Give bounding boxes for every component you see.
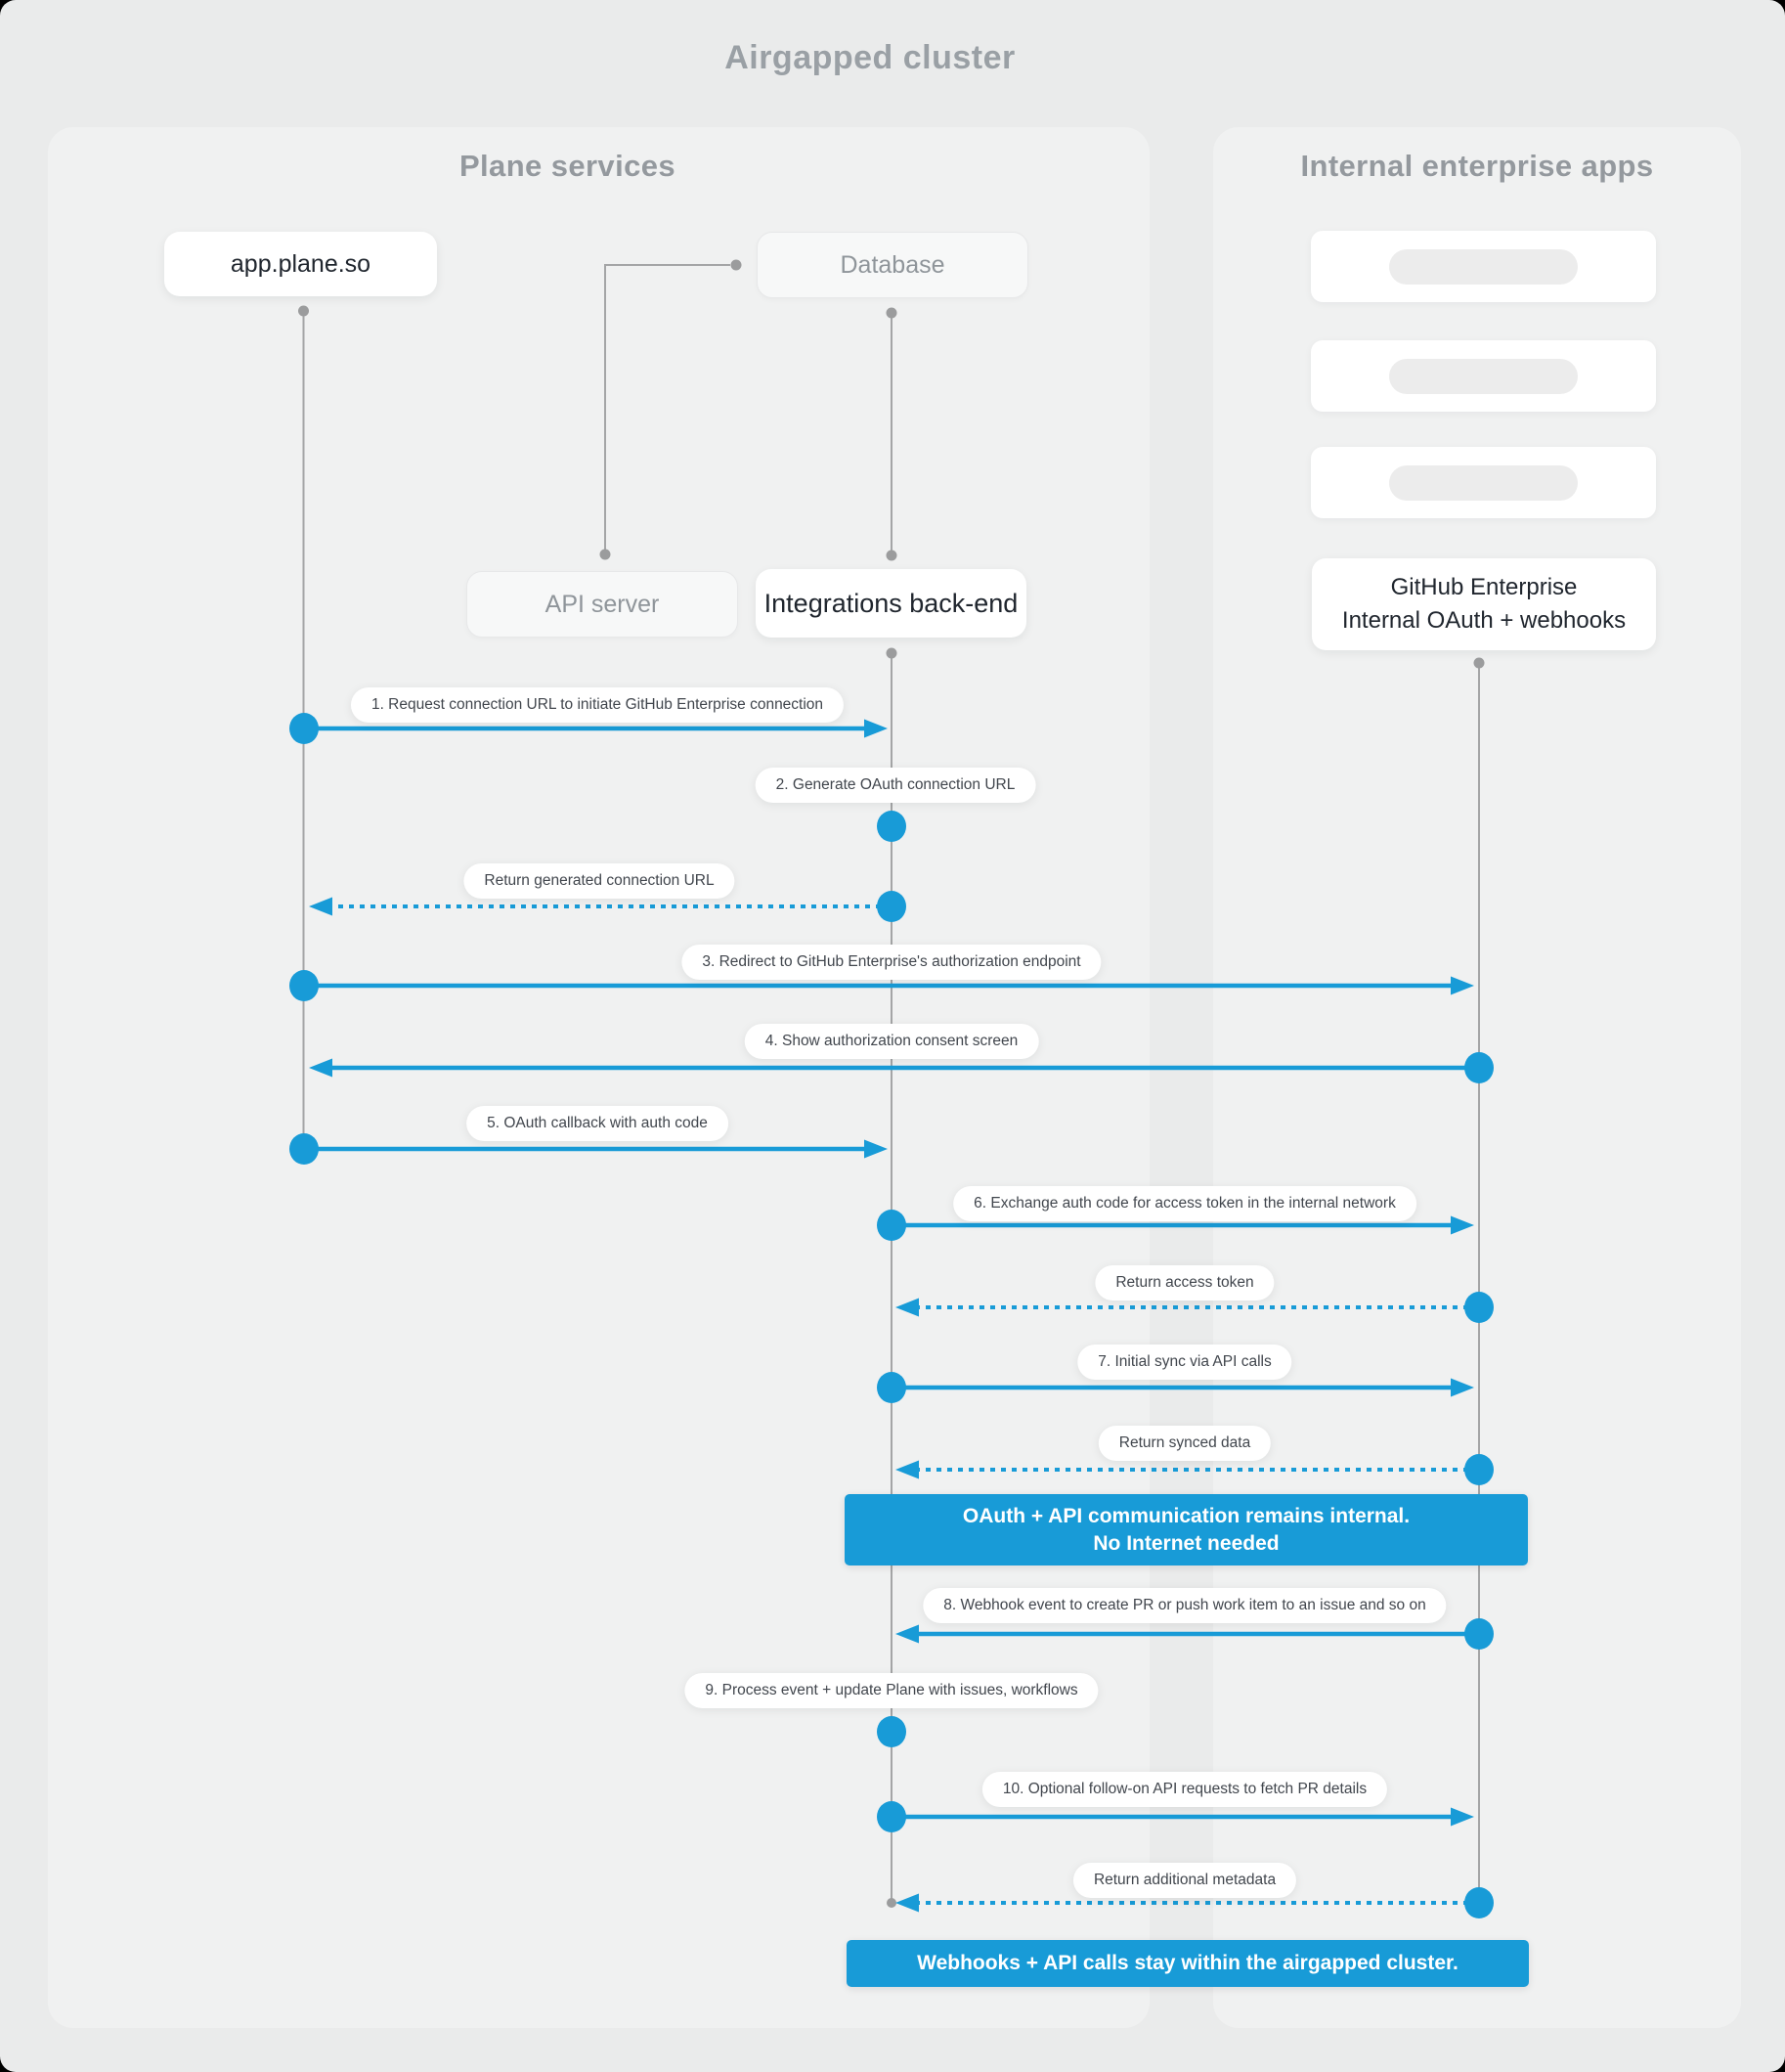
node-app-plane-so-label: app.plane.so [230, 250, 371, 278]
banner-airgapped-text: Webhooks + API calls stay within the air… [917, 1952, 1458, 1974]
node-database-label: Database [840, 251, 945, 279]
message-label-5: 4. Show authorization consent screen [744, 1024, 1039, 1059]
banner-internal-line1: OAuth + API communication remains intern… [962, 1504, 1411, 1527]
message-label-1: 1. Request connection URL to initiate Gi… [350, 687, 845, 723]
banner-internal-line2: No Internet needed [1093, 1531, 1280, 1555]
node-github-enterprise-line1: GitHub Enterprise [1390, 574, 1578, 600]
message-label-8: Return access token [1095, 1265, 1275, 1301]
node-app-plane-so: app.plane.so [164, 232, 437, 296]
banner-airgapped-cluster: Webhooks + API calls stay within the air… [847, 1940, 1529, 1987]
solid-message-arrows [304, 726, 1479, 1820]
message-source-dots [289, 713, 1494, 1918]
placeholder-pill-1 [1389, 248, 1578, 285]
connector-apiserver-to-database [604, 264, 730, 554]
lifeline-end-dots [298, 259, 1485, 1908]
node-api-server-label: API server [544, 591, 660, 618]
message-label-7: 6. Exchange auth code for access token i… [953, 1186, 1416, 1221]
message-label-4: 3. Redirect to GitHub Enterprise's autho… [681, 945, 1102, 980]
node-github-enterprise: GitHub Enterprise Internal OAuth + webho… [1312, 558, 1656, 650]
message-label-14: Return additional metadata [1072, 1863, 1297, 1898]
placeholder-app-2 [1311, 340, 1656, 412]
lifelines [302, 264, 1480, 1903]
banner-internal-communication: OAuth + API communication remains intern… [845, 1494, 1528, 1565]
internal-enterprise-apps-title: Internal enterprise apps [1300, 149, 1654, 183]
message-label-11: 8. Webhook event to create PR or push wo… [923, 1588, 1447, 1623]
message-label-9: 7. Initial sync via API calls [1077, 1345, 1292, 1380]
node-database: Database [757, 232, 1028, 298]
plane-services-panel [48, 127, 1150, 2028]
node-github-enterprise-line2: Internal OAuth + webhooks [1341, 607, 1627, 634]
placeholder-pill-3 [1389, 464, 1578, 501]
message-label-3: Return generated connection URL [463, 863, 735, 899]
message-label-10: Return synced data [1098, 1426, 1272, 1461]
placeholder-pill-2 [1389, 358, 1578, 394]
node-integrations-backend-label: Integrations back-end [763, 589, 1019, 618]
page-title: Airgapped cluster [724, 39, 1016, 76]
node-api-server: API server [466, 571, 738, 638]
placeholder-app-1 [1311, 231, 1656, 302]
arrowheads [309, 719, 1474, 1913]
message-label-13: 10. Optional follow-on API requests to f… [981, 1772, 1388, 1807]
plane-services-title: Plane services [458, 149, 676, 183]
message-label-12: 9. Process event + update Plane with iss… [684, 1673, 1099, 1708]
message-label-6: 5. OAuth callback with auth code [466, 1106, 728, 1141]
message-label-2: 2. Generate OAuth connection URL [755, 768, 1036, 803]
node-integrations-backend: Integrations back-end [756, 569, 1026, 638]
dotted-return-arrows [332, 904, 1479, 1905]
placeholder-app-3 [1311, 447, 1656, 518]
